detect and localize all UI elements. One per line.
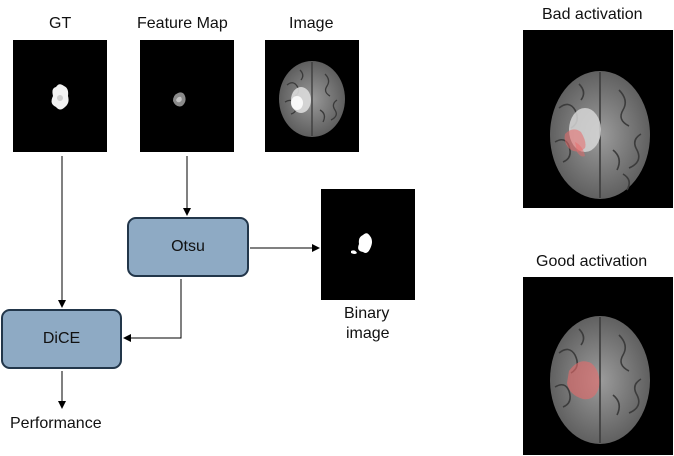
binary-mask	[351, 233, 372, 254]
performance-label: Performance	[10, 415, 102, 432]
good-activation-label: Good activation	[536, 253, 648, 270]
brain-mri	[279, 61, 345, 137]
dice-label: DiCE	[42, 330, 81, 347]
arrow-otsu-to-dice	[123, 279, 182, 342]
image-label: Image	[289, 15, 334, 32]
bad-activation-label: Bad activation	[542, 6, 643, 23]
gt-lesion-mask	[51, 84, 69, 110]
feature-map-label: Feature Map	[137, 15, 228, 32]
good-activation-overlay	[550, 316, 650, 444]
binary-image-label-line1: Binary	[344, 305, 390, 322]
brain-image-panel	[265, 40, 359, 152]
bad-activation-panel	[523, 30, 673, 208]
feature-map-panel	[140, 40, 234, 152]
otsu-label: Otsu	[171, 238, 205, 255]
gt-label: GT	[49, 15, 72, 32]
feature-map-activation	[173, 92, 186, 107]
good-activation-panel	[523, 277, 673, 455]
bad-activation-overlay	[550, 71, 650, 199]
dice-box: DiCE	[1, 309, 122, 369]
otsu-box: Otsu	[127, 217, 249, 277]
binary-image-label-line2: image	[346, 325, 390, 342]
binary-image-panel	[321, 189, 415, 300]
gt-mask-panel	[13, 40, 107, 152]
